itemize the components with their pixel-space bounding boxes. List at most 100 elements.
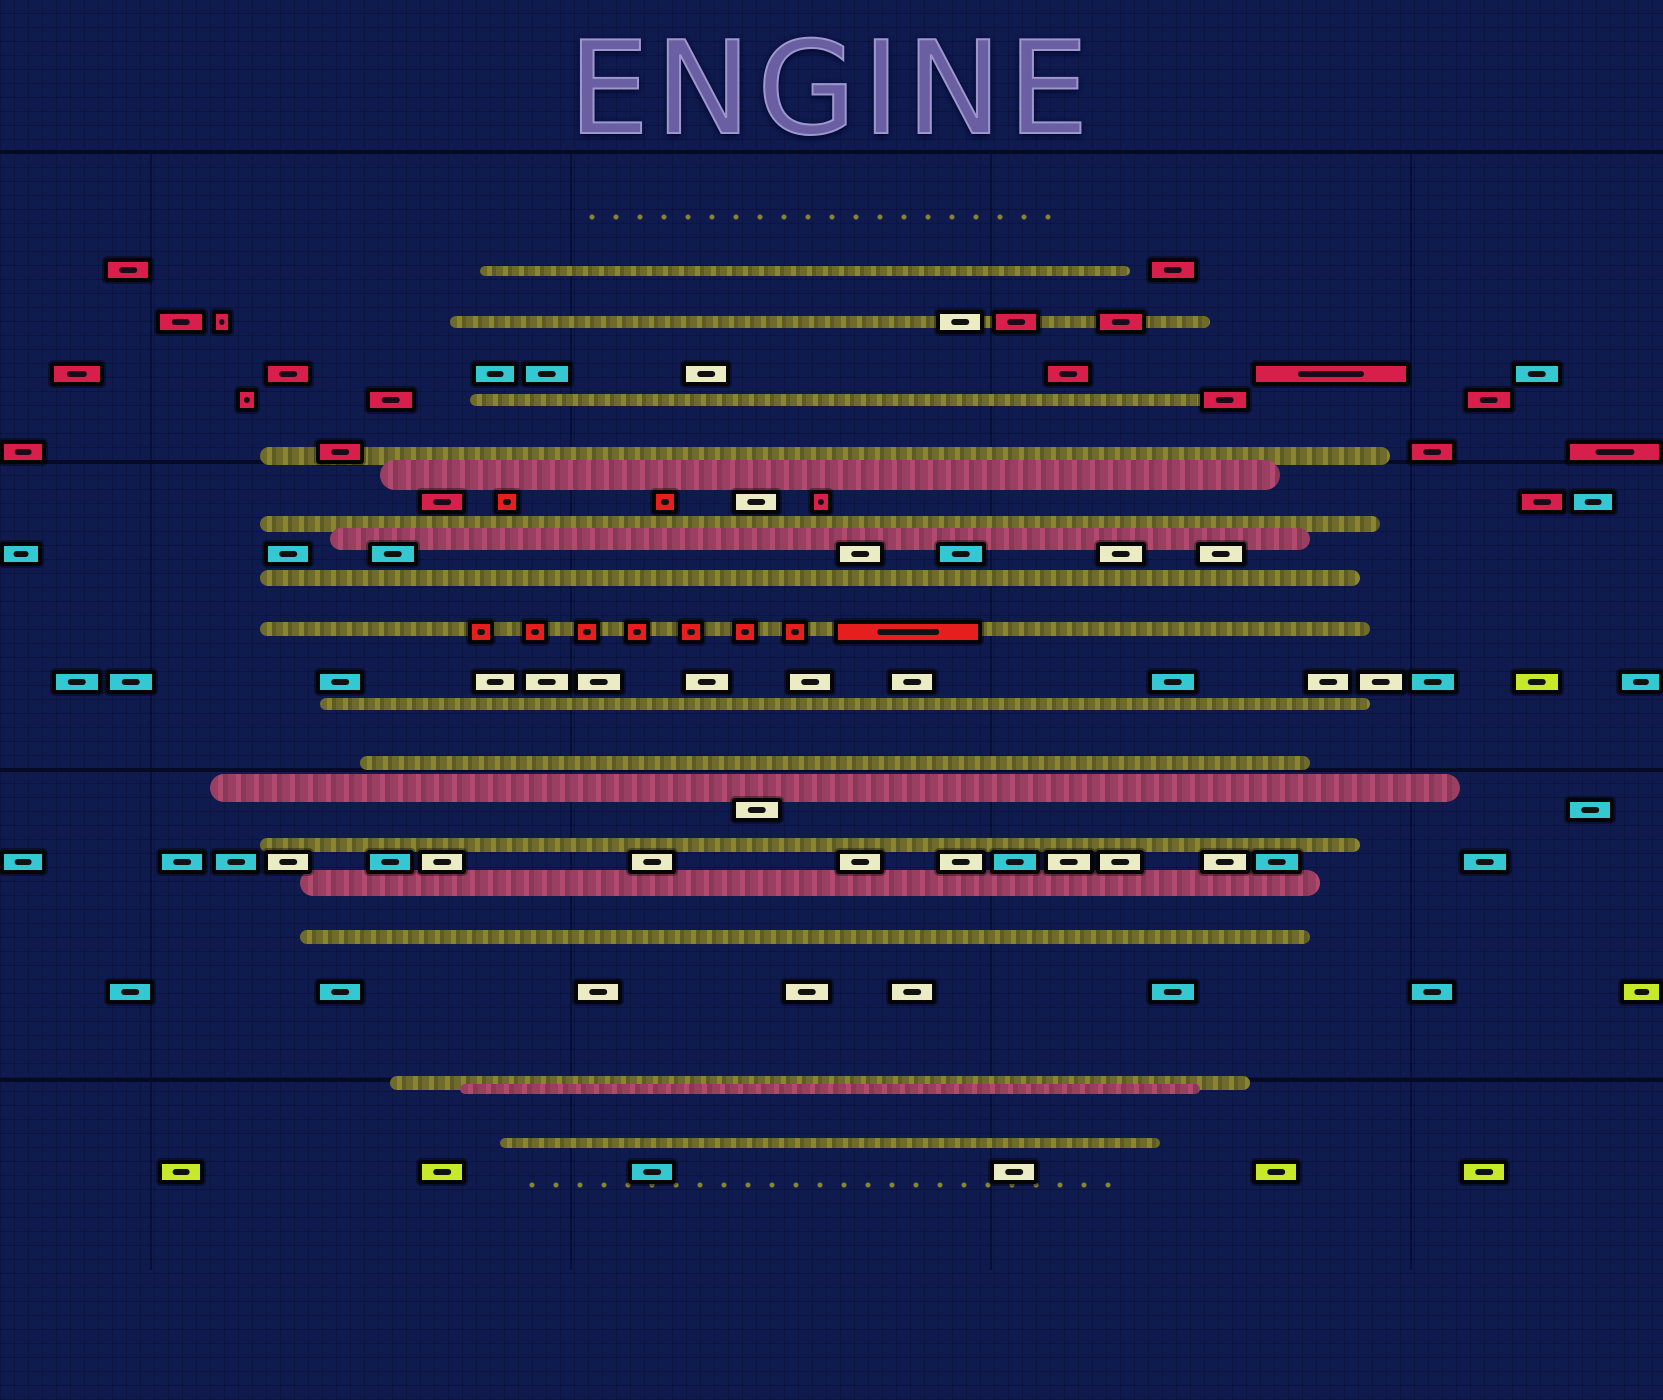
note-block [1618, 670, 1663, 694]
note-block [1148, 670, 1198, 694]
grid-divider [1410, 150, 1412, 1270]
grid-divider [570, 150, 572, 1270]
note-block [468, 620, 494, 644]
waveform-band [300, 870, 1320, 896]
page-title: ENGINE [567, 15, 1095, 164]
note-block [1252, 1160, 1300, 1184]
note-block [1096, 310, 1146, 334]
note-block [106, 980, 154, 1004]
note-block [0, 440, 46, 464]
note-block [682, 362, 730, 386]
note-block [264, 362, 312, 386]
note-block [1620, 980, 1663, 1004]
note-block [52, 670, 102, 694]
grid-divider [990, 150, 992, 1270]
note-block [732, 620, 758, 644]
note-block [836, 542, 884, 566]
note-block [1044, 362, 1092, 386]
note-block [1512, 670, 1562, 694]
note-block [0, 850, 46, 874]
grid-line [0, 768, 1663, 772]
note-block [1096, 542, 1146, 566]
note-block [782, 980, 832, 1004]
note-block [1356, 670, 1406, 694]
note-block [1512, 362, 1562, 386]
note-block [732, 798, 782, 822]
waveform-band [210, 774, 1460, 802]
note-block [366, 388, 416, 412]
note-block [810, 490, 832, 514]
note-block [678, 620, 704, 644]
waveform-band [380, 460, 1280, 490]
note-block [1566, 440, 1663, 464]
note-block [316, 440, 364, 464]
note-block [522, 362, 572, 386]
waveform-dots [580, 214, 1060, 220]
note-block [786, 670, 834, 694]
waveform-band [460, 1084, 1200, 1094]
note-block [1096, 850, 1144, 874]
note-block [1570, 490, 1616, 514]
note-block [990, 850, 1040, 874]
waveform-band [300, 930, 1310, 944]
note-block [834, 620, 982, 644]
note-block [158, 850, 206, 874]
note-block [212, 850, 260, 874]
note-block [50, 362, 104, 386]
note-block [158, 1160, 204, 1184]
note-block [366, 850, 414, 874]
waveform-dots [520, 1182, 1120, 1188]
note-block [156, 310, 206, 334]
note-block [1518, 490, 1566, 514]
note-block [472, 670, 518, 694]
note-block [418, 1160, 466, 1184]
waveform-band [480, 266, 1130, 276]
note-block [522, 670, 572, 694]
note-block [1148, 980, 1198, 1004]
note-block [1408, 670, 1458, 694]
note-block [1252, 850, 1302, 874]
note-block [628, 850, 676, 874]
waveform-band [360, 756, 1310, 770]
note-block [418, 490, 466, 514]
note-block [936, 850, 986, 874]
note-block [106, 670, 156, 694]
note-block [316, 670, 364, 694]
note-block [236, 388, 258, 412]
waveform-band [320, 698, 1370, 710]
grid-line [0, 150, 1663, 154]
note-block [264, 850, 312, 874]
note-block [732, 490, 780, 514]
note-block [1148, 258, 1198, 282]
waveform-band [330, 528, 1310, 550]
grid-divider [150, 150, 152, 1270]
note-block [936, 542, 986, 566]
note-block [494, 490, 520, 514]
note-block [368, 542, 418, 566]
waveform-band [500, 1138, 1160, 1148]
waveform-band [260, 622, 1370, 636]
note-block [682, 670, 732, 694]
note-block [782, 620, 808, 644]
note-block [1252, 362, 1410, 386]
note-block [888, 670, 936, 694]
note-block [1200, 850, 1250, 874]
note-block [624, 620, 650, 644]
note-block [990, 1160, 1038, 1184]
note-block [1200, 388, 1250, 412]
note-block [212, 310, 232, 334]
note-block [0, 542, 42, 566]
note-block [992, 310, 1040, 334]
note-block [574, 620, 600, 644]
note-block [1196, 542, 1246, 566]
note-block [1304, 670, 1352, 694]
note-block [574, 980, 622, 1004]
note-block [1460, 850, 1510, 874]
note-block [1566, 798, 1614, 822]
note-block [936, 310, 984, 334]
note-block [1460, 1160, 1508, 1184]
note-block [836, 850, 884, 874]
note-block [418, 850, 466, 874]
note-block [472, 362, 518, 386]
